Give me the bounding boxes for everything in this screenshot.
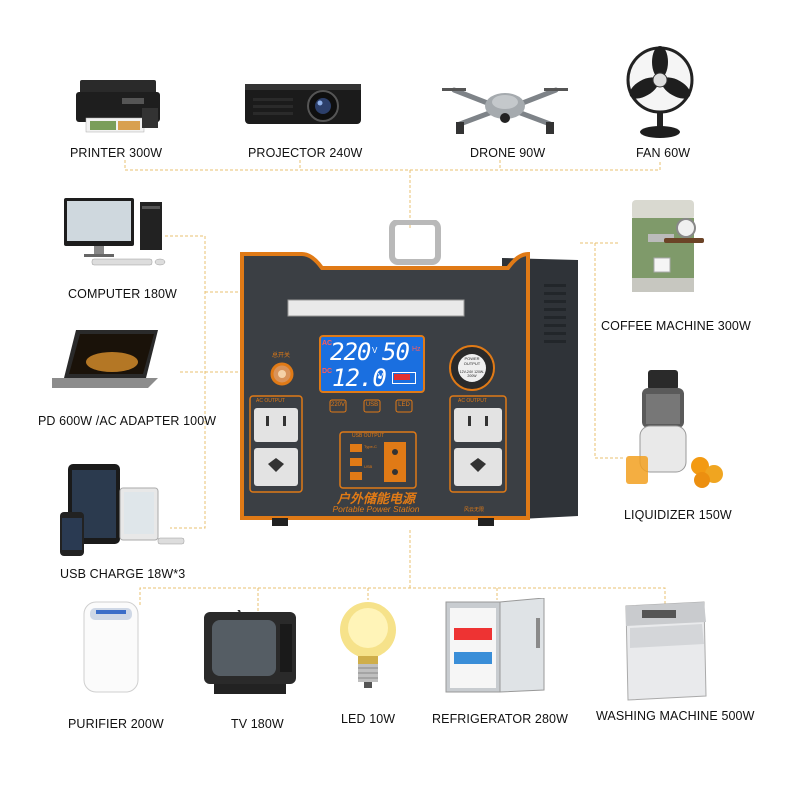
brand-name-en: Portable Power Station [332, 504, 420, 514]
power-station-body [240, 219, 578, 526]
washing-machine-image [625, 601, 707, 701]
tv-label: TV 180W [231, 717, 284, 731]
tv-image [204, 610, 296, 694]
brand-logo-text: 风云无限 [464, 507, 485, 513]
usb-devices-image [60, 464, 185, 556]
battery-icon [392, 372, 416, 384]
power-switch-label: 总开关 [272, 353, 291, 359]
brand-name-cn: 户外储能电源 [336, 491, 415, 506]
lcd-frequency: 50 [382, 338, 410, 366]
portable-power-station: 220 AC V 50 Hz DC 12.0 V 总开关 220V USB LE… [232, 219, 580, 530]
dc-output-spec: 12V-24V 120W-200W [459, 370, 485, 378]
projector-image [245, 84, 361, 124]
refrigerator-image [445, 598, 545, 693]
ac-output-right-label: AC OUTPUT [458, 398, 487, 404]
lcd-dc-unit: V [378, 372, 384, 381]
usb-output-label: USB OUTPUT [352, 433, 385, 439]
lcd-ac-voltage: 220 [330, 338, 371, 366]
lcd-freq-unit: Hz [412, 346, 421, 353]
computer-image [64, 198, 166, 266]
lcd-ac-tag: AC [322, 340, 333, 347]
liquidizer-image [626, 370, 723, 488]
button-usb[interactable]: USB [365, 402, 379, 408]
usb-port-label: USB [364, 464, 373, 469]
washing-machine-label: WASHING MACHINE 500W [596, 709, 755, 723]
coffee-label: COFFEE MACHINE 300W [601, 319, 751, 333]
printer-label: PRINTER 300W [70, 146, 163, 160]
purifier-label: PURIFIER 200W [68, 717, 164, 731]
refrigerator-label: REFRIGERATOR 280W [432, 712, 568, 726]
fan-label: FAN 60W [636, 146, 691, 160]
computer-label: COMPUTER 180W [68, 287, 177, 301]
drone-label: DRONE 90W [470, 146, 546, 160]
laptop-image [52, 330, 158, 388]
lcd-ac-unit: V [372, 346, 378, 355]
led-bulb-image [340, 602, 396, 688]
projector-label: PROJECTOR 240W [248, 146, 363, 160]
usb-label: USB CHARGE 18W*3 [60, 567, 186, 581]
button-led[interactable]: LED [398, 402, 410, 408]
drone-image [442, 87, 568, 134]
led-label: LED 10W [341, 712, 396, 726]
purifier-image [83, 601, 139, 693]
pd-label: PD 600W /AC ADAPTER 100W [38, 414, 217, 428]
ac-output-left-label: AC OUTPUT [256, 398, 285, 404]
coffee-machine-image [632, 200, 704, 292]
fan-image [626, 46, 694, 138]
printer-image [76, 80, 160, 133]
button-220v[interactable]: 220V [330, 402, 345, 408]
liquidizer-label: LIQUIDIZER 150W [624, 508, 732, 522]
dc-output-label: POWER OUTPUT [463, 356, 481, 366]
type-c-label: Type-C [364, 444, 377, 449]
lcd-dc-tag: DC [322, 368, 333, 375]
lcd-dc-voltage: 12.0 [332, 364, 387, 392]
